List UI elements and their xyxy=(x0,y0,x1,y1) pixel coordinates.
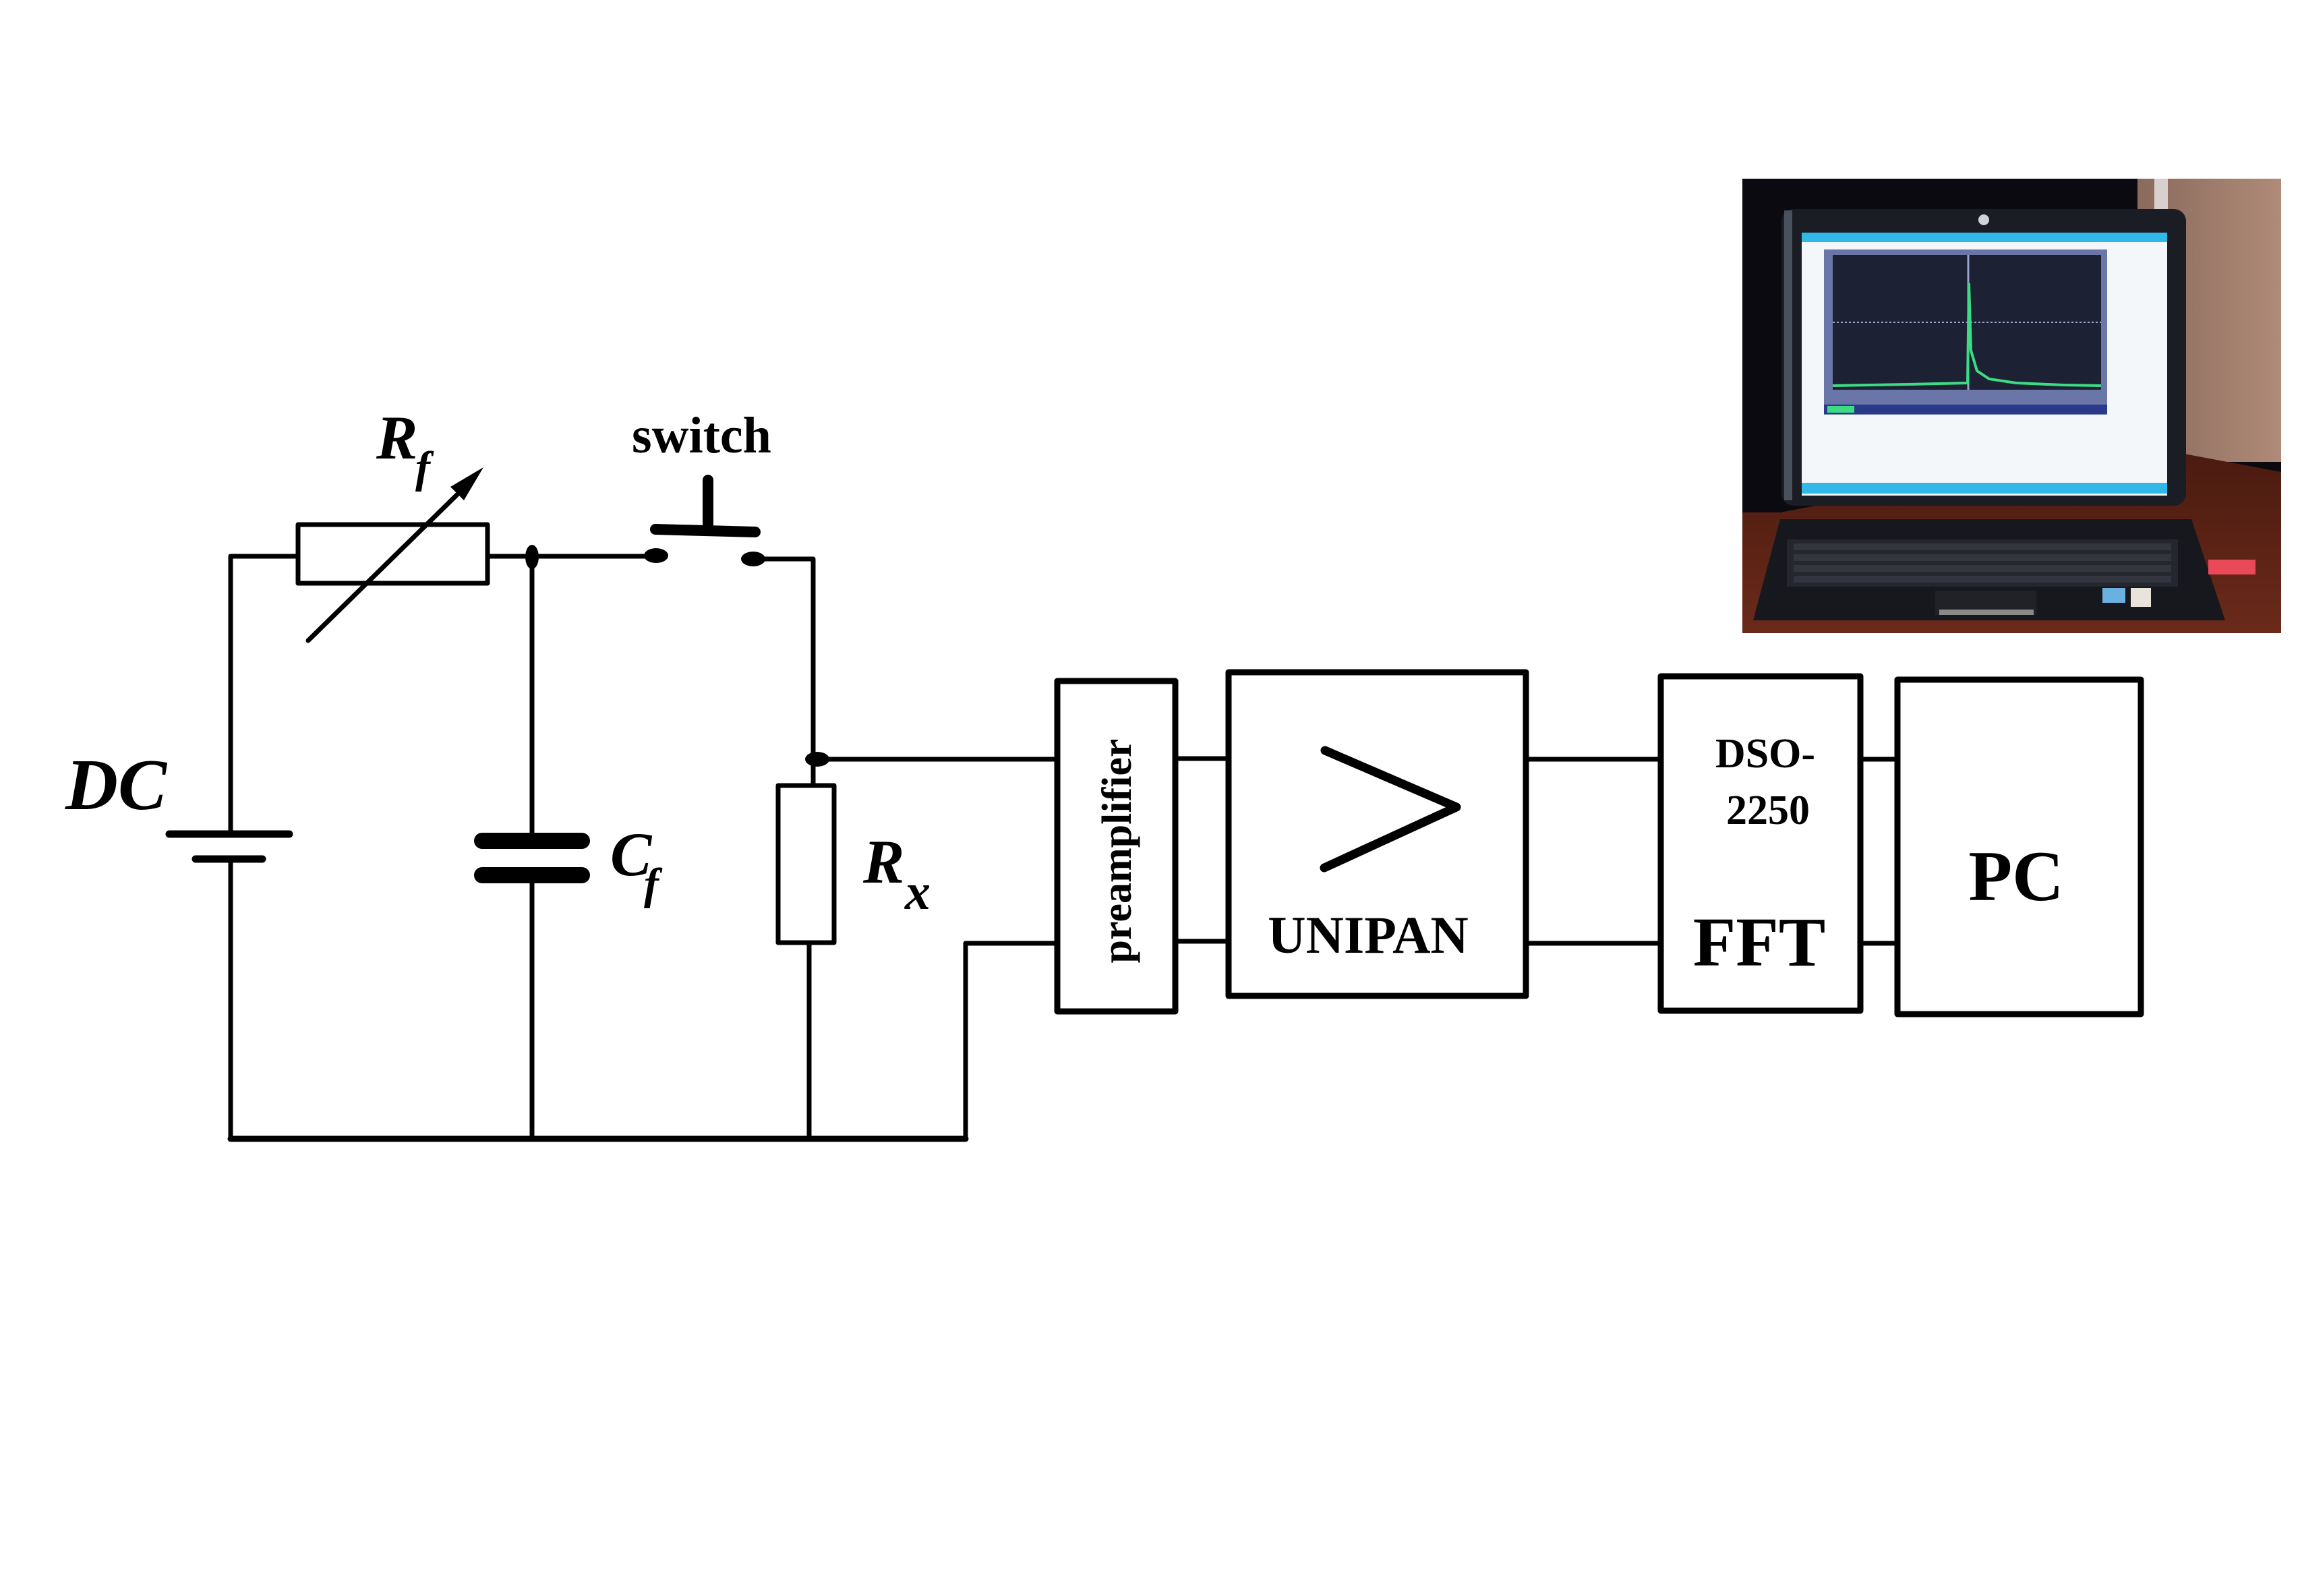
touchpad-buttons xyxy=(1939,610,2034,615)
label-rf-sub: f xyxy=(415,443,434,492)
screen-fft-trace xyxy=(1832,283,2102,387)
label-cf: C xyxy=(610,820,653,889)
webcam-icon xyxy=(1978,214,1989,225)
keyboard-keys xyxy=(1794,543,2171,583)
label-switch: switch xyxy=(632,407,771,464)
screen-status-chip xyxy=(1827,406,1854,413)
block-preamplifier xyxy=(1054,678,1179,1015)
label-pc: PC xyxy=(1968,837,2063,916)
laptop-lid-edge xyxy=(1784,210,1792,500)
sticker-windows-icon xyxy=(2131,588,2151,607)
sticker-icon xyxy=(2102,588,2125,603)
label-dso-line2: 2250 xyxy=(1726,788,1810,833)
photo-wall-detail xyxy=(2154,179,2168,212)
laptop-photo xyxy=(1742,179,2281,633)
screen-taskbar xyxy=(1802,483,2167,494)
screen-plot-statusbar xyxy=(1824,405,2107,414)
circuit: DC R f switch C f R x xyxy=(65,403,1060,1142)
label-unipan: UNIPAN xyxy=(1268,906,1469,964)
variable-resistor-rf xyxy=(295,522,490,586)
wire-signal-bottom xyxy=(963,941,1060,1142)
usb-device xyxy=(2208,560,2255,574)
label-cf-sub: f xyxy=(644,860,663,909)
label-dso-line1: DSO- xyxy=(1715,731,1815,777)
screen-titlebar xyxy=(1802,233,2167,242)
switch-contact-left xyxy=(644,548,668,563)
label-fft: FFT xyxy=(1693,904,1825,981)
label-rf: R xyxy=(376,403,417,472)
block-unipan xyxy=(1225,669,1529,999)
amplifier-symbol-icon xyxy=(1320,746,1461,873)
wire-switch-right xyxy=(750,556,816,762)
label-rx: R xyxy=(862,827,904,896)
signal-chain: preamplifier UNIPAN DSO- 2250 FFT PC xyxy=(1054,669,2144,1017)
block-dso xyxy=(1657,673,1864,1014)
resistor-rx xyxy=(775,783,837,945)
label-rx-sub: x xyxy=(904,864,931,920)
block-pc xyxy=(1894,676,2144,1017)
variable-arrow xyxy=(305,477,475,643)
arrow-head-icon xyxy=(450,467,483,500)
label-preamplifier: preamplifier xyxy=(1094,739,1140,964)
label-dc: DC xyxy=(65,745,168,825)
